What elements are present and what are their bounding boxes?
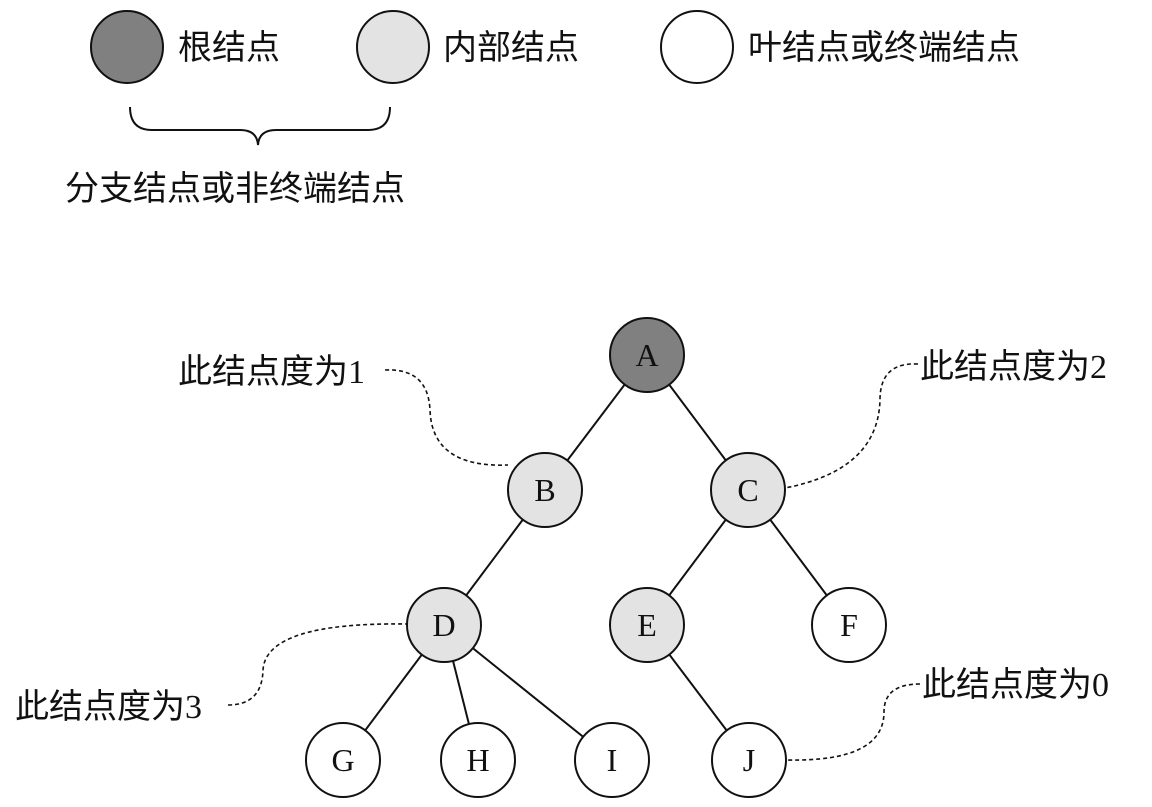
- node-E: E: [609, 587, 685, 663]
- node-label: H: [466, 742, 489, 778]
- node-label: C: [737, 472, 758, 508]
- annotation-label-B: 此结点度为1: [178, 353, 365, 391]
- annotation-label-C: 此结点度为2: [920, 348, 1107, 386]
- legend-leaf-label: 叶结点或终端结点: [748, 29, 1020, 67]
- annotation-label-J: 此结点度为0: [922, 666, 1109, 704]
- legend-root-label: 根结点: [178, 29, 280, 67]
- node-circle: [710, 452, 786, 528]
- annotation-leader-D: [227, 623, 408, 706]
- node-label: G: [331, 742, 354, 778]
- node-circle: [811, 587, 887, 663]
- node-label: I: [607, 742, 618, 778]
- legend: 根结点 内部结点 叶结点或终端结点 分支结点或非终端结点: [65, 10, 1020, 208]
- annotations: 此结点度为1 此结点度为2 此结点度为3 此结点度为0: [15, 348, 1109, 761]
- node-J: J: [711, 722, 787, 798]
- node-circle: [305, 722, 381, 798]
- node-circle: [406, 587, 482, 663]
- tree-nodes: A B C D E F G H I J: [305, 317, 887, 798]
- annotation-leader-C: [784, 363, 919, 489]
- node-circle: [711, 722, 787, 798]
- node-circle: [609, 587, 685, 663]
- brace: [129, 106, 391, 146]
- node-circle: [574, 722, 650, 798]
- tree-edges: [342, 354, 850, 761]
- node-label: E: [637, 607, 657, 643]
- legend-leaf-swatch: [660, 10, 734, 84]
- annotation-leader-J: [786, 683, 921, 761]
- node-label: D: [432, 607, 455, 643]
- node-H: H: [440, 722, 516, 798]
- legend-internal-swatch: [356, 10, 430, 84]
- node-label: A: [635, 337, 658, 373]
- node-circle: [507, 452, 583, 528]
- node-A: A: [609, 317, 685, 393]
- node-I: I: [574, 722, 650, 798]
- legend-internal-label: 内部结点: [443, 29, 579, 67]
- node-circle: [609, 317, 685, 393]
- node-F: F: [811, 587, 887, 663]
- node-C: C: [710, 452, 786, 528]
- node-G: G: [305, 722, 381, 798]
- node-D: D: [406, 587, 482, 663]
- node-label: J: [743, 742, 755, 778]
- node-label: B: [534, 472, 555, 508]
- annotation-label-D: 此结点度为3: [15, 688, 202, 726]
- node-label: F: [840, 607, 858, 643]
- annotation-leader-B: [384, 369, 509, 466]
- legend-root-swatch: [90, 10, 164, 84]
- node-circle: [440, 722, 516, 798]
- node-B: B: [507, 452, 583, 528]
- legend-branch-label: 分支结点或非终端结点: [65, 170, 405, 208]
